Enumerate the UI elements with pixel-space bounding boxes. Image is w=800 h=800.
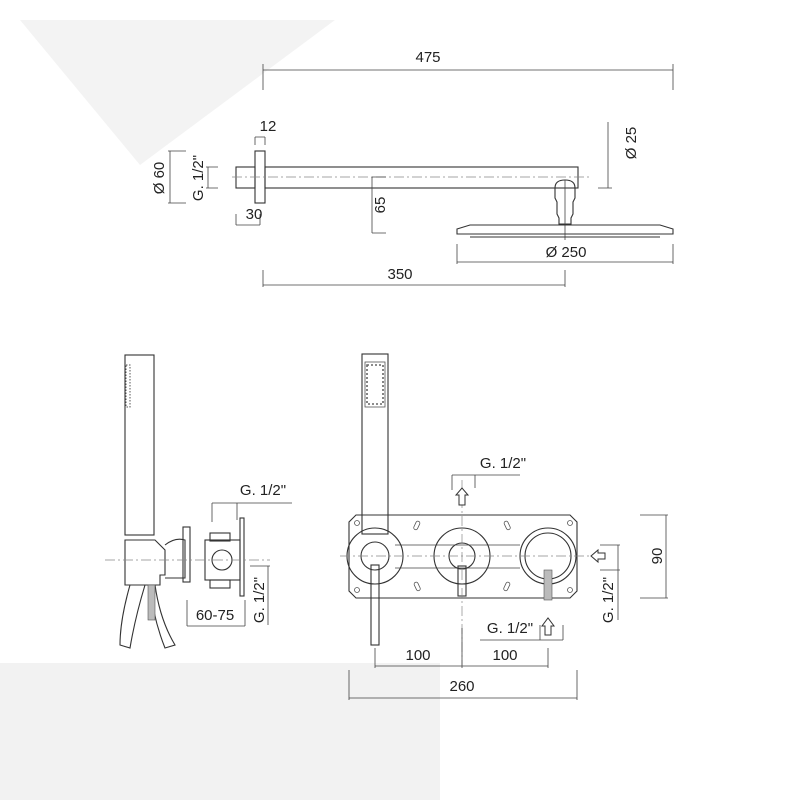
valve-top-fitting	[209, 532, 231, 542]
dim-line-60	[168, 150, 186, 204]
dim-label-thread-side: G. 1/2"	[251, 577, 268, 623]
mounting-plate-side	[239, 517, 245, 597]
dim-label-thread-inlet-bottom: G. 1/2"	[487, 620, 533, 637]
valve-bottom-fitting	[209, 579, 231, 589]
dim-label-diameter-60: Ø 60	[151, 162, 168, 195]
dim-label-12: 12	[260, 118, 277, 135]
dim-label-350: 350	[387, 266, 412, 283]
dim-label-260: 260	[449, 678, 474, 695]
dim-label-thread-outlet: G. 1/2"	[480, 455, 526, 472]
dim-label-60-75: 60-75	[196, 607, 234, 624]
spray-nozzles	[366, 364, 384, 405]
background-band	[0, 663, 440, 800]
dim-line-65	[371, 176, 386, 234]
mounting-plate	[348, 514, 578, 599]
elbow-connector	[164, 538, 186, 579]
dim-label-diameter-25: Ø 25	[623, 127, 640, 160]
mounting-slots	[354, 520, 573, 593]
dim-line-90	[640, 514, 668, 599]
spray-face	[364, 361, 386, 408]
dim-line-thread-top	[211, 502, 292, 522]
dim-label-thread-inlet: G. 1/2"	[190, 155, 207, 201]
dim-label-90: 90	[649, 548, 666, 565]
dim-line-thread	[206, 166, 218, 189]
dim-label-diameter-250: Ø 250	[546, 244, 587, 261]
dim-label-thread-top: G. 1/2"	[240, 482, 286, 499]
spray-nozzles-side	[125, 364, 131, 408]
dim-label-65: 65	[372, 197, 389, 214]
ball-joint	[554, 179, 576, 225]
dim-label-30: 30	[246, 206, 263, 223]
plate-channels	[395, 544, 520, 569]
side-flange	[182, 526, 191, 583]
shower-head	[456, 224, 674, 235]
dim-line-475	[262, 64, 674, 90]
hand-shower-side	[124, 354, 155, 536]
inlet-arrow-right-icon	[590, 548, 606, 564]
dim-label-thread-inlet-right: G. 1/2"	[600, 577, 617, 623]
dim-line-25	[598, 122, 612, 189]
shower-arm	[264, 166, 579, 189]
dim-line-260	[348, 670, 578, 700]
dim-line-30	[235, 214, 261, 226]
dim-label-spacing-right: 100	[492, 647, 517, 664]
front-view: G. 1/2" G. 1/2" 90 G. 1/2" 100 100 260	[340, 353, 668, 700]
dim-line-thread-outlet	[451, 474, 520, 490]
dim-line-250	[456, 244, 674, 264]
holder-body	[124, 539, 166, 586]
mixer-lever-knurled	[543, 569, 553, 601]
dim-line-12	[254, 136, 266, 145]
dim-label-spacing-left: 100	[405, 647, 430, 664]
hand-shower-front	[361, 353, 389, 535]
dim-line-thread-bottom	[480, 625, 564, 641]
hose	[119, 584, 176, 649]
thread-stub	[235, 166, 256, 189]
inlet-arrow-bottom-icon	[541, 617, 555, 636]
background-triangle	[20, 20, 335, 165]
outlet-arrow-icon	[454, 487, 470, 506]
hose-mesh-side	[147, 584, 156, 621]
dim-line-thread-side	[250, 565, 270, 625]
dim-label-475: 475	[415, 49, 440, 66]
hose-outlet	[370, 564, 380, 646]
shower-arm-view: 475 12 Ø 60 G. 1/2" 30 65 Ø 25 Ø 250	[151, 49, 674, 287]
dim-line-thread-right	[600, 544, 620, 620]
dim-line-350	[262, 270, 566, 287]
dim-line-spacing	[374, 628, 549, 668]
dim-line-60-75	[186, 600, 246, 627]
side-view: G. 1/2" 60-75 G. 1/2"	[105, 354, 292, 649]
